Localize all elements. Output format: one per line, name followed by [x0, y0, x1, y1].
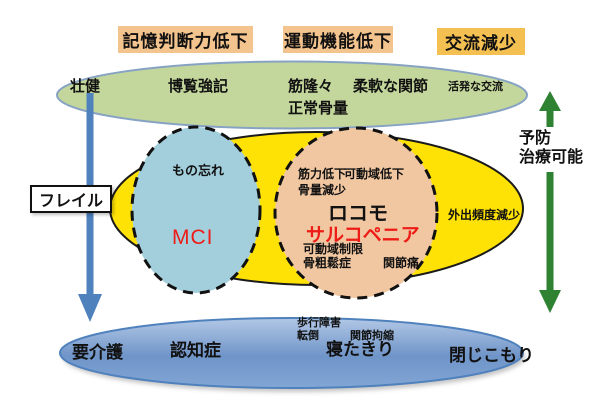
- label-muscular: 筋隆々: [288, 78, 334, 95]
- label-prevention-line1: 予防: [519, 130, 552, 147]
- healthy-stage-ellipse: [56, 60, 528, 130]
- header-box-memory-decline: 記憶判断力低下: [118, 26, 253, 53]
- frail-label-box: フレイル: [30, 185, 112, 213]
- header-box-motor-decline: 運動機能低下: [283, 26, 393, 53]
- disability-stage-ellipse: [59, 317, 524, 389]
- label-robust: 壮健: [70, 78, 101, 95]
- label-dementia: 認知症: [170, 341, 221, 360]
- label-forgetfulness: もの忘れ: [172, 163, 225, 178]
- memory-decline-circle: [130, 125, 262, 295]
- label-rom-decline: 可動域低下: [344, 167, 405, 181]
- label-mci: MCI: [172, 226, 214, 249]
- label-active-social: 活発な交流: [448, 81, 503, 93]
- label-bedridden: 寝たきり: [326, 340, 394, 359]
- motor-decline-circle: [273, 126, 439, 300]
- label-bone-loss: 骨量減少: [298, 183, 347, 197]
- label-joint-contracture: 関節拘縮: [350, 330, 394, 342]
- label-gait-disorder: 歩行障害: [297, 317, 341, 329]
- header-box-social-decline: 交流減少: [437, 28, 525, 55]
- label-erudition: 博覧強記: [168, 78, 229, 95]
- label-rom-restriction: 可動域制限: [303, 242, 364, 256]
- prevention-down-arrow-head: [539, 290, 561, 313]
- label-prevention-line2: 治療可能: [519, 149, 584, 166]
- label-flexible-joints: 柔軟な関節: [353, 78, 429, 95]
- label-outing-decline: 外出頻度減少: [448, 208, 521, 222]
- label-locomo: ロコモ: [328, 203, 388, 225]
- label-sarcopenia: サルコペニア: [306, 225, 420, 246]
- label-osteoporosis: 骨粗鬆症: [303, 256, 352, 270]
- decline-arrow-head: [78, 294, 102, 322]
- label-care-needed: 要介護: [72, 343, 123, 362]
- label-falls: 転倒: [297, 330, 319, 342]
- label-homebound: 閉じこもり: [449, 346, 534, 365]
- label-muscle-weakness: 筋力低下: [298, 167, 347, 181]
- prevention-up-arrow-head: [539, 91, 561, 111]
- label-joint-pain: 関節痛: [383, 256, 420, 270]
- label-normal-bone: 正常骨量: [288, 100, 349, 117]
